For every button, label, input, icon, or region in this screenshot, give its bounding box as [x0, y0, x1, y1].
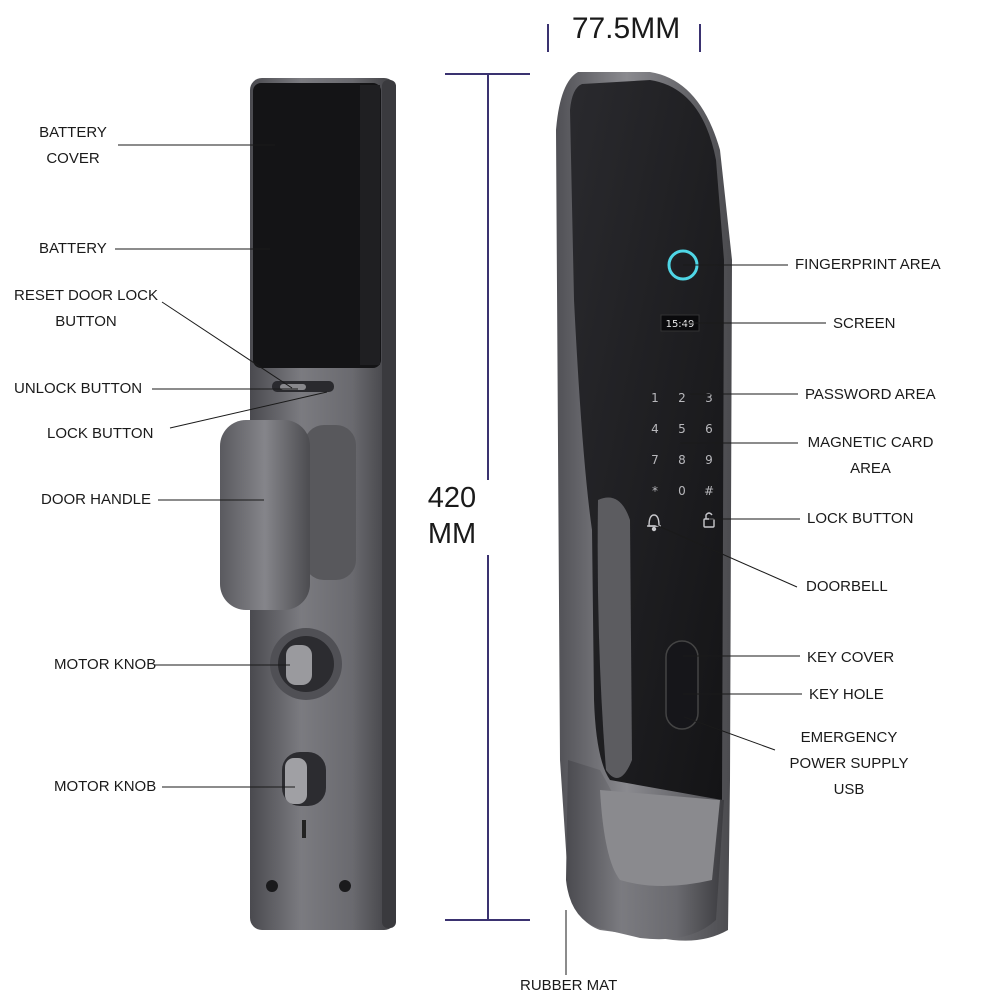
dimension-lines	[445, 24, 701, 921]
label-reset-button-2: BUTTON	[55, 313, 117, 330]
key-5[interactable]: 5	[678, 422, 686, 436]
label-lock-button-right: LOCK BUTTON	[807, 510, 914, 527]
label-lock-button-left: LOCK BUTTON	[47, 425, 154, 442]
door-handle	[220, 420, 310, 610]
label-key-hole: KEY HOLE	[809, 686, 884, 703]
key-1[interactable]: 1	[651, 391, 659, 405]
label-doorbell: DOORBELL	[806, 578, 888, 595]
label-magnetic-card-2: AREA	[850, 460, 891, 477]
label-unlock-button: UNLOCK BUTTON	[14, 380, 143, 397]
label-battery: BATTERY	[39, 240, 107, 257]
keypad[interactable]: 1 2 3 4 5 6 7 8 9 * 0 #	[651, 391, 714, 498]
key-0[interactable]: 0	[678, 484, 686, 498]
label-emergency-3: USB	[833, 781, 865, 798]
key-6[interactable]: 6	[705, 422, 713, 436]
key-8[interactable]: 8	[678, 453, 686, 467]
width-dimension: 77.5MM	[571, 12, 681, 45]
label-door-handle: DOOR HANDLE	[41, 491, 152, 508]
key-star[interactable]: *	[652, 484, 658, 498]
leader-lines	[115, 144, 826, 975]
height-dimension-unit: MM	[427, 518, 477, 550]
key-cover	[665, 640, 699, 730]
label-battery-cover-1: BATTERY	[39, 124, 107, 141]
label-motor-knob-2: MOTOR KNOB	[54, 778, 157, 795]
label-fingerprint-area: FINGERPRINT AREA	[795, 256, 941, 273]
key-3[interactable]: 3	[705, 391, 713, 405]
back-panel	[220, 78, 396, 930]
key-hash[interactable]: #	[704, 484, 714, 498]
key-2[interactable]: 2	[678, 391, 686, 405]
battery-cover	[253, 83, 381, 368]
key-7[interactable]: 7	[651, 453, 659, 467]
key-9[interactable]: 9	[705, 453, 713, 467]
key-4[interactable]: 4	[651, 422, 659, 436]
label-password-area: PASSWORD AREA	[805, 386, 936, 403]
front-panel	[556, 72, 732, 941]
label-magnetic-card-1: MAGNETIC CARD	[807, 434, 934, 451]
label-emergency-2: POWER SUPPLY	[789, 755, 909, 772]
label-emergency-1: EMERGENCY	[800, 729, 898, 746]
label-battery-cover-2: COVER	[46, 150, 100, 167]
label-rubber-mat: RUBBER MAT	[520, 977, 618, 994]
height-dimension-value: 420	[427, 482, 477, 514]
label-motor-knob-1: MOTOR KNOB	[54, 656, 157, 673]
screen-time: 15:49	[666, 319, 695, 330]
label-reset-button-1: RESET DOOR LOCK	[14, 287, 158, 304]
label-key-cover: KEY COVER	[807, 649, 895, 666]
label-screen: SCREEN	[833, 315, 896, 332]
